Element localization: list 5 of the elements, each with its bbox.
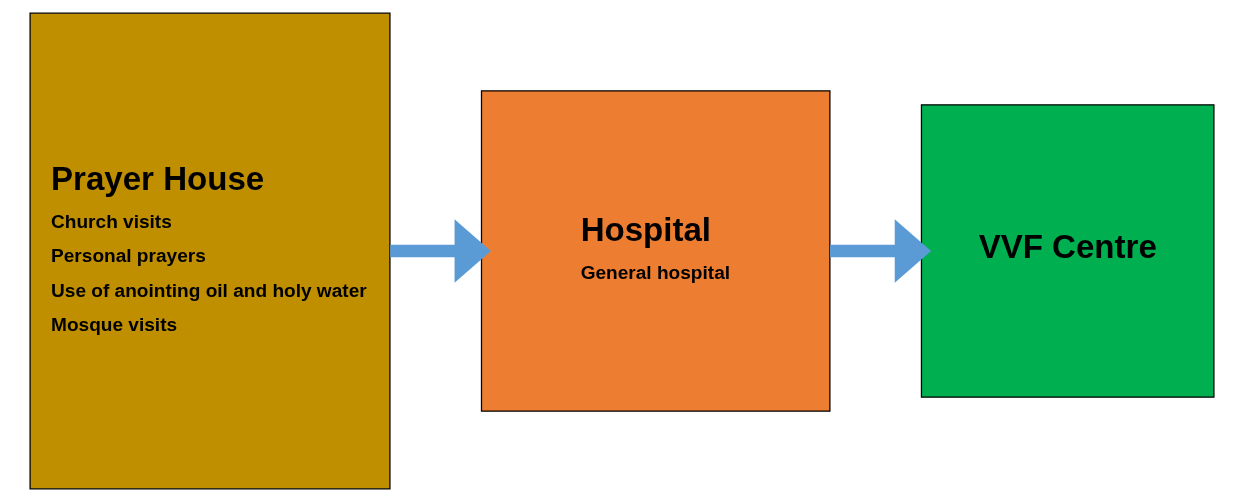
node-box: VVF Centre [920,104,1215,398]
node-box: Hospital General hospital [480,90,831,412]
arrow [830,219,932,283]
arrow [390,219,491,283]
node-box: Prayer House Church visits Personal prayers Use of anointing oil and holy water Mosque visits [29,12,391,490]
